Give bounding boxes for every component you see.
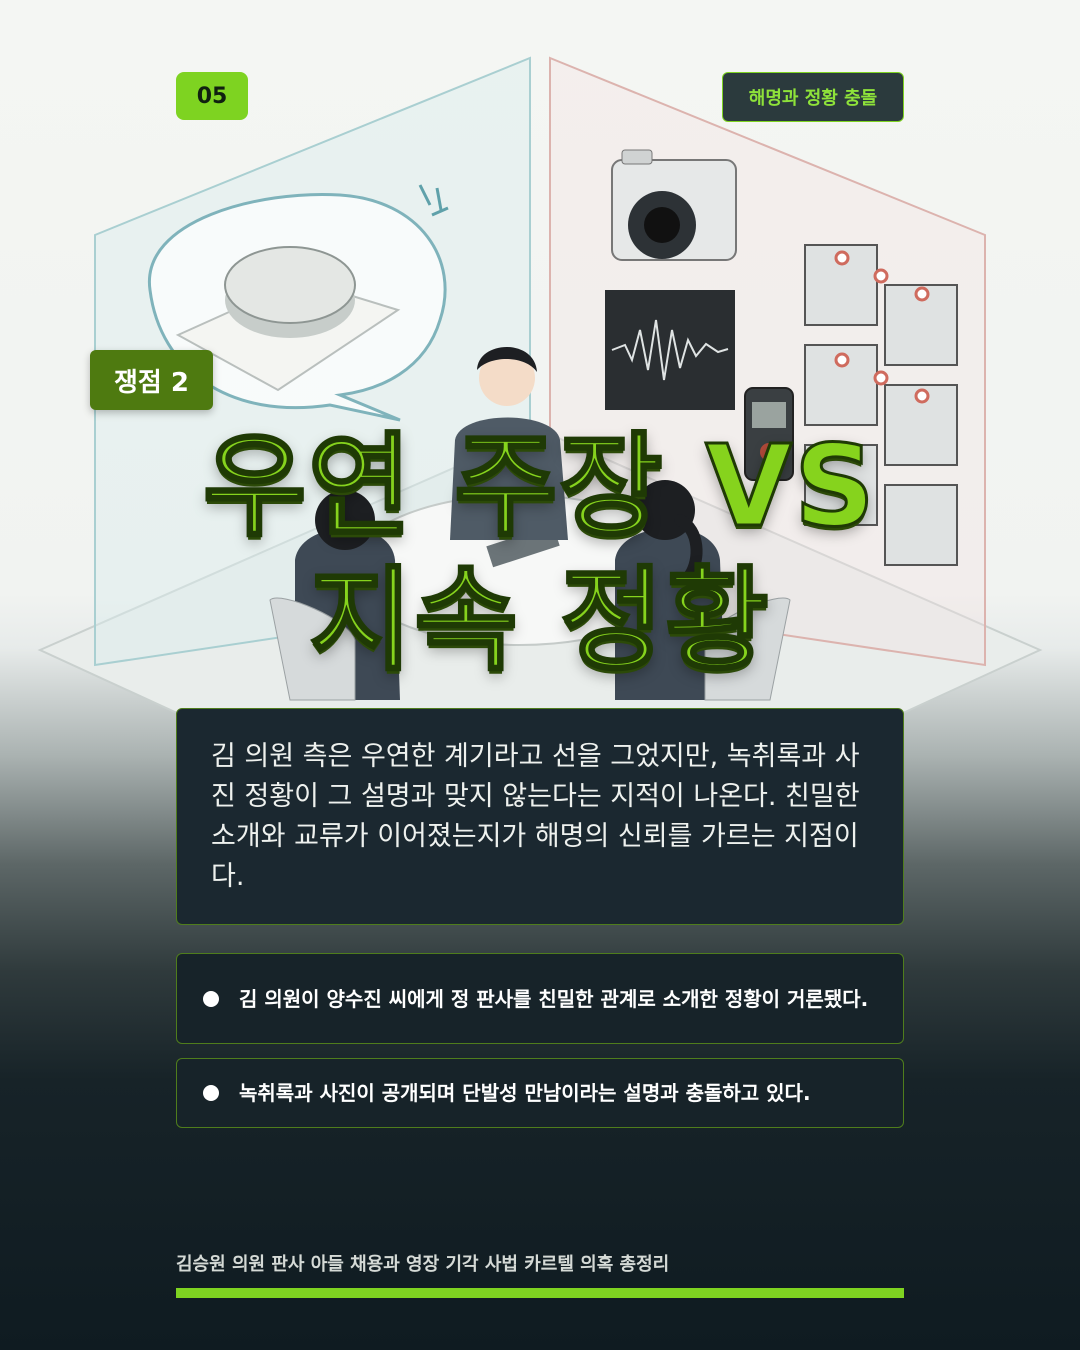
- footer-series-title: 김승원 의원 판사 아들 채용과 영장 기각 사법 카르텔 의혹 총정리: [176, 1254, 670, 1275]
- card-number-badge: 05: [176, 72, 248, 120]
- bullet-dot-icon: [203, 1085, 219, 1101]
- description-panel: 김 의원 측은 우연한 계기라고 선을 그었지만, 녹취록과 사진 정황이 그 …: [176, 708, 904, 925]
- issue-label-badge: 쟁점 2: [90, 350, 213, 410]
- description-text: 김 의원 측은 우연한 계기라고 선을 그었지만, 녹취록과 사진 정황이 그 …: [211, 741, 860, 892]
- headline-line-1: 우연 주장 VS: [202, 421, 877, 554]
- bullet-text: 녹취록과 사진이 공개되며 단발성 만남이라는 설명과 충돌하고 있다.: [239, 1081, 811, 1105]
- headline-line-2: 지속 정황: [308, 555, 771, 688]
- bullet-text: 김 의원이 양수진 씨에게 정 판사를 친밀한 관계로 소개한 정황이 거론됐다…: [239, 986, 869, 1011]
- bullet-item: 녹취록과 사진이 공개되며 단발성 만남이라는 설명과 충돌하고 있다.: [176, 1058, 904, 1128]
- meeting-illustration: [37, 56, 1043, 760]
- headline: 우연 주장 VS 지속 정황: [0, 420, 1080, 688]
- footer-accent-bar: [176, 1288, 904, 1298]
- topic-tag-badge: 해명과 정황 충돌: [722, 72, 904, 122]
- bullet-item: 김 의원이 양수진 씨에게 정 판사를 친밀한 관계로 소개한 정황이 거론됐다…: [176, 953, 904, 1044]
- bullet-dot-icon: [203, 990, 219, 1007]
